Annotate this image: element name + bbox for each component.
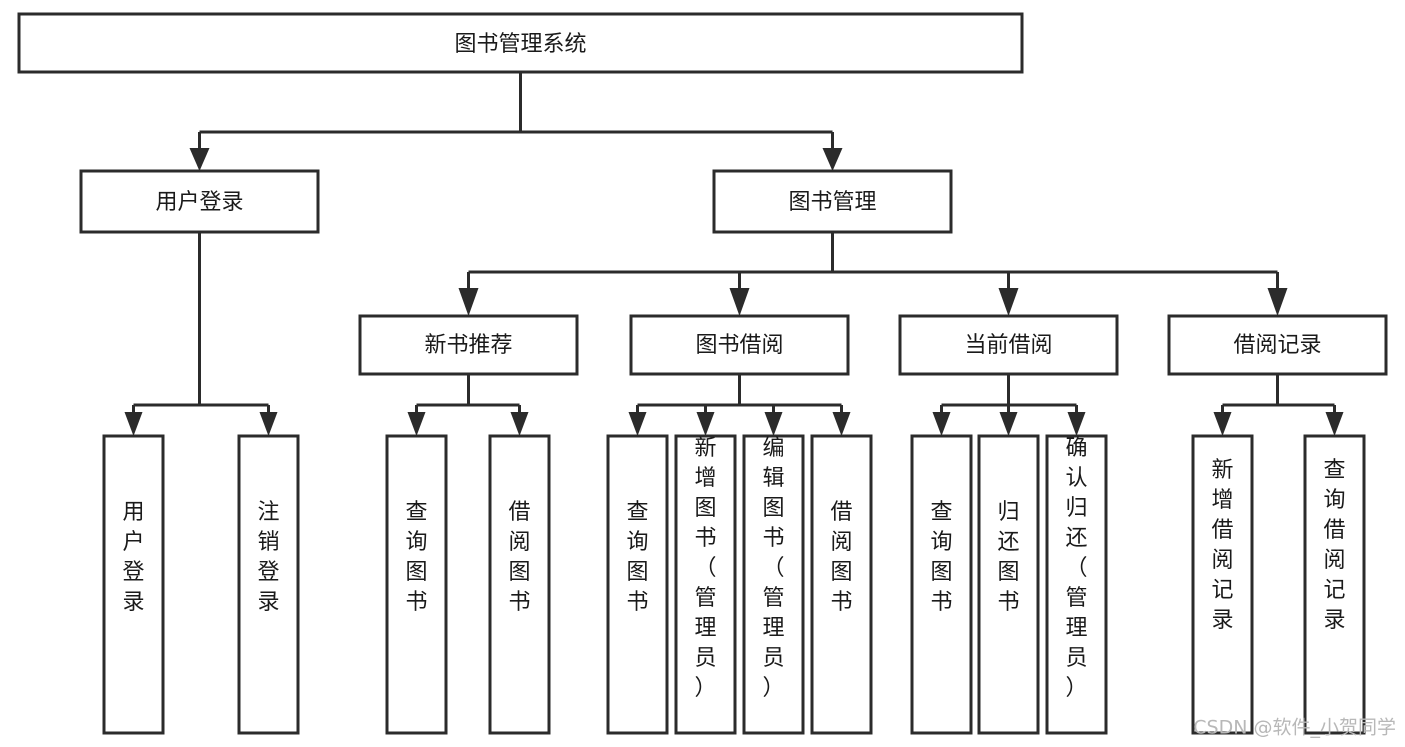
arrow-bb-leaf-1 bbox=[628, 412, 647, 436]
leaf-borrow-book-bb[interactable]: 借阅图书 bbox=[810, 434, 873, 735]
leaf-edit-book-box[interactable] bbox=[742, 434, 805, 735]
arrow-bm-to-current-borrow bbox=[998, 288, 1019, 316]
node-book-borrow-label: 图书借阅 bbox=[695, 333, 783, 358]
leaf-user-login[interactable]: 用户登录 bbox=[102, 434, 165, 735]
leaf-edit-book[interactable]: 编辑图书（管理员） bbox=[742, 434, 805, 735]
leaf-query-book-rec-box[interactable] bbox=[385, 434, 448, 735]
leaf-query-book-bb-label: 查询图书 bbox=[626, 500, 648, 615]
leaf-logout-login[interactable]: 注销登录 bbox=[237, 434, 300, 735]
leaf-user-login-box[interactable] bbox=[102, 434, 165, 735]
leaf-borrow-book-bb-box[interactable] bbox=[810, 434, 873, 735]
arrow-user-login-leaf-2 bbox=[259, 412, 278, 436]
leaf-logout-login-box[interactable] bbox=[237, 434, 300, 735]
leaf-logout-login-label: 注销登录 bbox=[257, 500, 279, 615]
node-user-login[interactable]: 用户登录 bbox=[79, 169, 320, 234]
arrow-cb-leaf-1 bbox=[932, 412, 951, 436]
arrow-bm-to-borrow-record bbox=[1267, 288, 1288, 316]
leaf-return-book-box[interactable] bbox=[977, 434, 1040, 735]
leaf-query-book-bb-box[interactable] bbox=[606, 434, 669, 735]
arrow-bb-leaf-2 bbox=[696, 412, 715, 436]
arrow-bb-leaf-3 bbox=[764, 412, 783, 436]
leaf-add-record[interactable]: 新增借阅记录 bbox=[1191, 434, 1254, 735]
arrow-bm-to-new-book-rec bbox=[458, 288, 479, 316]
leaf-query-record-box[interactable] bbox=[1303, 434, 1366, 735]
node-root-box[interactable] bbox=[17, 12, 1024, 74]
leaf-query-book-rec[interactable]: 查询图书 bbox=[385, 434, 448, 735]
leaf-query-record[interactable]: 查询借阅记录 bbox=[1303, 434, 1366, 735]
arrow-bb-leaf-4 bbox=[832, 412, 851, 436]
leaf-add-book-label: 新增图书（管理员） bbox=[694, 436, 716, 701]
arrow-user-login-leaf-1 bbox=[124, 412, 143, 436]
leaf-query-book-cb-label: 查询图书 bbox=[930, 500, 952, 615]
arrow-nbr-leaf-2 bbox=[510, 412, 529, 436]
leaf-confirm-return-box[interactable] bbox=[1045, 434, 1108, 735]
node-new-book-rec[interactable]: 新书推荐 bbox=[358, 314, 579, 376]
leaf-add-book-box[interactable] bbox=[674, 434, 737, 735]
leaf-confirm-return-label: 确认归还（管理员） bbox=[1065, 436, 1087, 701]
node-book-manage-box[interactable] bbox=[712, 169, 953, 234]
csdn-watermark: CSDN @软件_小贺同学 bbox=[1193, 717, 1396, 739]
leaf-borrow-book-rec[interactable]: 借阅图书 bbox=[488, 434, 551, 735]
node-book-borrow[interactable]: 图书借阅 bbox=[629, 314, 850, 376]
arrow-cb-leaf-3 bbox=[1067, 412, 1086, 436]
leaf-add-record-label: 新增借阅记录 bbox=[1211, 458, 1233, 633]
leaf-add-record-box[interactable] bbox=[1191, 434, 1254, 735]
connector-layer bbox=[124, 72, 1344, 436]
node-user-login-box[interactable] bbox=[79, 169, 320, 234]
node-current-borrow-label: 当前借阅 bbox=[964, 333, 1052, 358]
arrow-cb-leaf-2 bbox=[999, 412, 1018, 436]
node-root[interactable]: 图书管理系统 bbox=[17, 12, 1024, 74]
leaf-query-book-bb[interactable]: 查询图书 bbox=[606, 434, 669, 735]
node-book-manage-label: 图书管理 bbox=[788, 190, 876, 215]
node-borrow-record-label: 借阅记录 bbox=[1233, 333, 1321, 358]
leaf-query-book-rec-label: 查询图书 bbox=[405, 500, 427, 615]
arrow-root-to-user-login bbox=[189, 148, 210, 171]
node-new-book-rec-box[interactable] bbox=[358, 314, 579, 376]
leaf-query-book-cb[interactable]: 查询图书 bbox=[910, 434, 973, 735]
arrow-root-to-book-manage bbox=[822, 148, 843, 171]
node-borrow-record-box[interactable] bbox=[1167, 314, 1388, 376]
node-borrow-record[interactable]: 借阅记录 bbox=[1167, 314, 1388, 376]
leaf-query-record-label: 查询借阅记录 bbox=[1323, 458, 1345, 633]
node-user-login-label: 用户登录 bbox=[155, 190, 243, 215]
leaf-return-book-label: 归还图书 bbox=[997, 500, 1019, 615]
node-root-label: 图书管理系统 bbox=[454, 32, 586, 57]
leaf-borrow-book-rec-box[interactable] bbox=[488, 434, 551, 735]
node-current-borrow[interactable]: 当前借阅 bbox=[898, 314, 1119, 376]
arrow-bm-to-book-borrow bbox=[729, 288, 750, 316]
leaf-add-book[interactable]: 新增图书（管理员） bbox=[674, 434, 737, 735]
leaf-confirm-return[interactable]: 确认归还（管理员） bbox=[1045, 434, 1108, 735]
leaf-borrow-book-rec-label: 借阅图书 bbox=[508, 500, 530, 615]
node-book-manage[interactable]: 图书管理 bbox=[712, 169, 953, 234]
node-book-borrow-box[interactable] bbox=[629, 314, 850, 376]
leaf-return-book[interactable]: 归还图书 bbox=[977, 434, 1040, 735]
leaf-borrow-book-bb-label: 借阅图书 bbox=[830, 500, 852, 615]
leaf-query-book-cb-box[interactable] bbox=[910, 434, 973, 735]
arrow-br-leaf-2 bbox=[1325, 412, 1344, 436]
node-new-book-rec-label: 新书推荐 bbox=[424, 333, 512, 358]
leaf-user-login-label: 用户登录 bbox=[122, 500, 144, 615]
node-current-borrow-box[interactable] bbox=[898, 314, 1119, 376]
arrow-br-leaf-1 bbox=[1213, 412, 1232, 436]
leaf-edit-book-label: 编辑图书（管理员） bbox=[762, 436, 784, 701]
arrow-nbr-leaf-1 bbox=[407, 412, 426, 436]
